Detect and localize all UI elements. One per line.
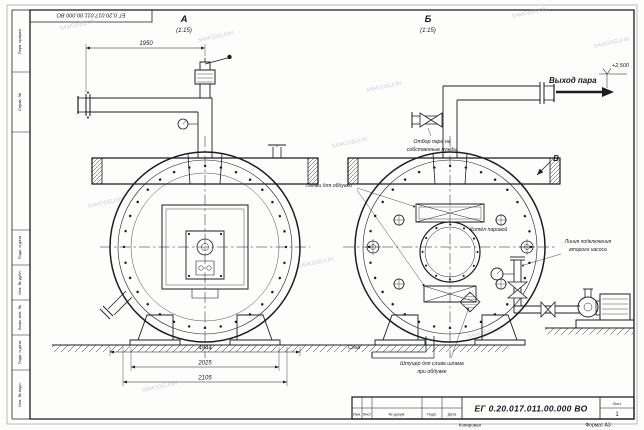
stamp-vzam-inv: Взам. инв. №	[17, 305, 22, 330]
safety-valve-lever	[205, 57, 231, 64]
dim-1950: 1950	[139, 41, 153, 47]
copied-label: Копировал	[459, 423, 482, 428]
watermark-text: SAMODELKIN	[365, 81, 402, 94]
view-a-scale: (1:15)	[176, 28, 192, 34]
stamp-inv-podl: Инв. № подл.	[17, 382, 22, 407]
tb-col-izm: Изм.	[353, 413, 361, 417]
stamp-sprav-no: Справ. №	[17, 93, 22, 111]
doc-number-main: ЕГ 0.20.017.011.00.000 ВО	[474, 404, 587, 414]
view-a-vessel-front: А (1:15)	[78, 14, 318, 358]
label-boiler: Котёл паровой	[470, 226, 508, 233]
stamp-perv-primen: Перв. примен.	[17, 28, 22, 55]
vessel-a-supports	[130, 315, 280, 345]
vessel-a-steam-drum	[92, 145, 318, 184]
label-extraction-line2: собственные нужды	[407, 147, 458, 153]
watermark-text: SAMODELKIN	[59, 19, 96, 32]
stamp-inv-dubl: Инв. № дубл.	[17, 270, 22, 295]
title-block: Изм. Лист № докум. Подп. Дата ЕГ 0.20.01…	[352, 397, 634, 429]
label-extraction-line1: Отбор пара на	[413, 139, 450, 145]
watermark-text: SAMODELKIN	[331, 137, 368, 150]
tb-col-sheet: Лист	[363, 413, 372, 417]
vessel-b-steam-piping	[443, 82, 554, 158]
watermark-text: SAMODELKIN	[197, 31, 234, 44]
safety-valve	[195, 54, 232, 98]
pressure-gauge-pump	[491, 268, 503, 280]
tb-col-date: Дата	[448, 413, 457, 417]
label-steam-out: Выход пара	[549, 76, 597, 85]
pump-volute	[578, 297, 598, 317]
vessel-b-shell	[355, 152, 545, 342]
burner-flange	[197, 239, 213, 255]
pump-valve-1	[508, 282, 527, 290]
view-a-label: А	[180, 14, 188, 25]
label-pump-line1: Линия подключения	[564, 239, 612, 245]
dimension-1950: 1950	[86, 41, 205, 92]
sludge-union	[460, 292, 480, 312]
drawing-frame: Перв. примен. Справ. № Подп. и дата Инв.…	[7, 5, 637, 424]
label-pump-line2: второго насоса	[569, 247, 607, 253]
tb-sheet-label: Лист	[613, 402, 622, 406]
drain-pipe	[372, 336, 434, 358]
bottom-dimensions: 4944 2025 2105	[110, 346, 300, 387]
watermarks: SAMODELKIN SAMODELKIN SAMODELKIN SAMODEL…	[59, 7, 630, 394]
vessel-a-shell	[110, 152, 300, 342]
label-hatches: Лючки для обдувки	[305, 183, 352, 189]
tb-col-sign: Подп.	[427, 413, 437, 417]
vessel-a-bolt-circle	[124, 166, 286, 328]
manhole	[420, 222, 480, 282]
blowdown-hatch-top	[416, 204, 484, 222]
pump-base	[576, 320, 634, 328]
tb-col-doc: № докум.	[389, 413, 406, 417]
dim-4944: 4944	[198, 346, 212, 352]
label-sludge-line1: Штуцер для слива шлама	[400, 361, 464, 367]
label-sludge-line2: при обдувке	[417, 369, 446, 375]
view-v-marker: В	[537, 154, 559, 175]
watermark-text: SAMODELKIN	[141, 381, 178, 394]
pump-valve-2	[541, 302, 548, 317]
label-elevation: +2,500	[612, 63, 630, 69]
doc-number-top: ЕГ 0.20.017.011.00.000 ВО	[56, 11, 125, 17]
stamp-podp-data-2: Подп. и дата	[17, 340, 22, 364]
vessel-b-supports	[375, 315, 525, 345]
watermark-text: SAMODELKIN	[593, 37, 630, 50]
tb-sheet-number: 1	[615, 412, 619, 418]
burner-plate	[186, 231, 224, 279]
vessel-a-drain-nozzle	[100, 291, 132, 319]
pump-motor	[600, 294, 630, 320]
steam-outlet-annotation: Выход пара +2,500	[549, 63, 630, 97]
watermark-text: SAMODELKIN	[297, 257, 334, 270]
dim-2105: 2105	[197, 376, 212, 382]
stamp-podp-data-1: Подп. и дата	[17, 235, 22, 259]
second-pump-unit: Линия подключения второго насоса	[491, 239, 634, 328]
view-v-label: В	[553, 154, 559, 163]
elevation-mark	[603, 69, 611, 75]
dim-2025: 2025	[197, 361, 212, 367]
format-label: Формат А3	[585, 423, 610, 429]
vessel-a-steam-piping	[78, 91, 212, 159]
steam-extraction-stub	[412, 112, 443, 136]
label-drain: Слив	[348, 345, 361, 351]
vessel-b-steam-drum	[348, 154, 560, 184]
view-b-vessel-front: Б (1:15)	[305, 14, 630, 375]
watermark-text: SAMODELKIN	[511, 7, 548, 20]
view-b-label: Б	[425, 14, 432, 25]
view-b-scale: (1:15)	[420, 28, 436, 34]
